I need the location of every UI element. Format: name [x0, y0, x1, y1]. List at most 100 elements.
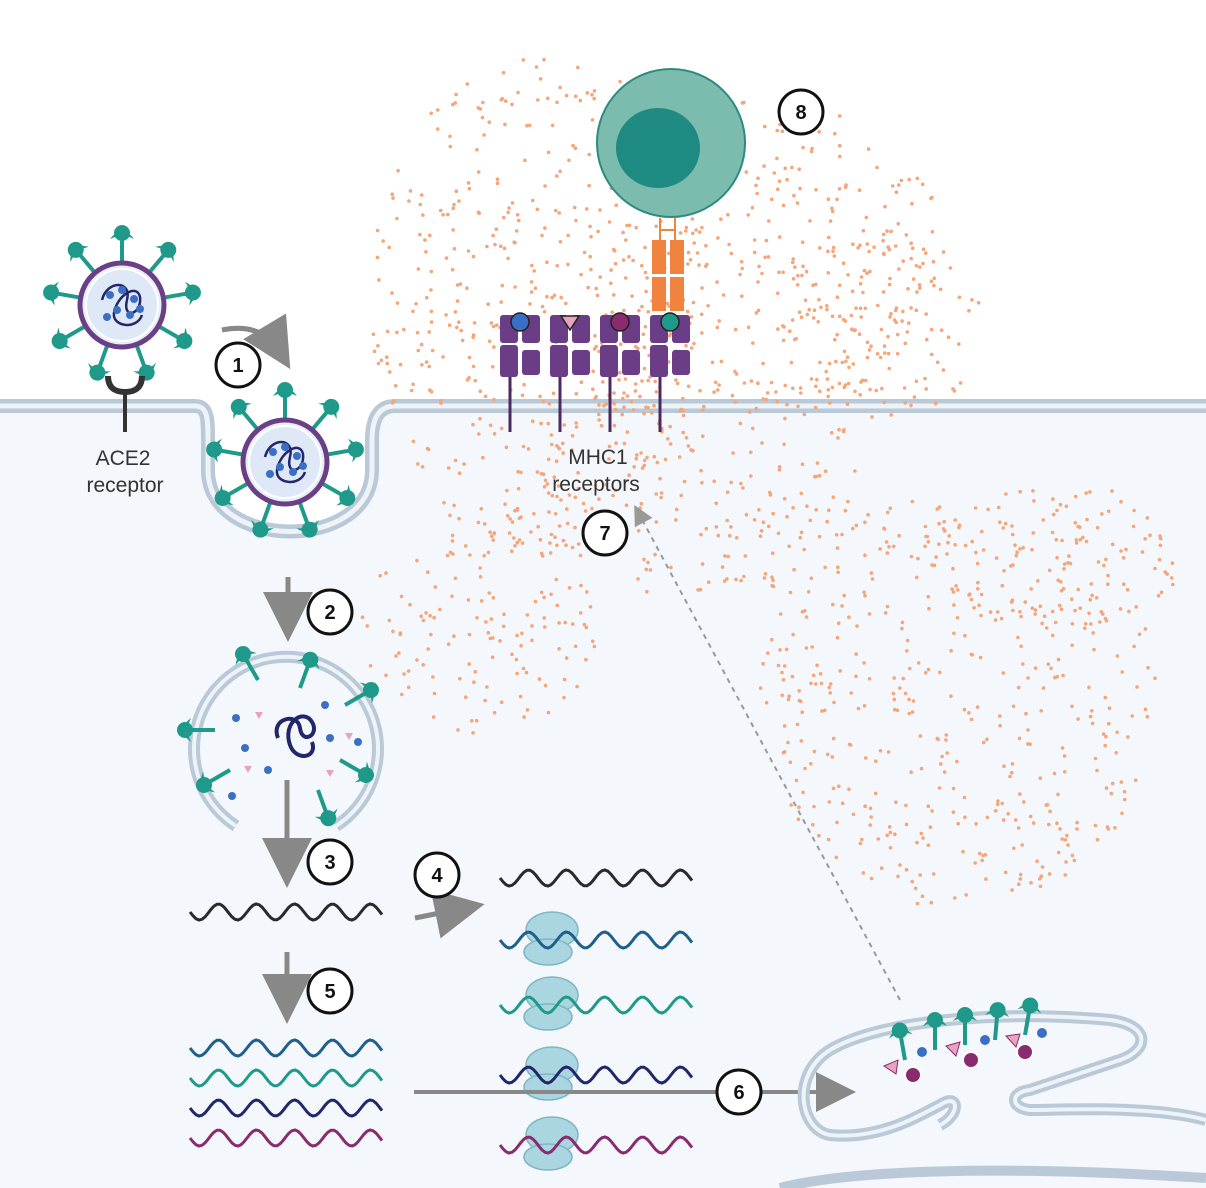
cytokine-dot — [840, 532, 844, 537]
cytokine-dot — [467, 632, 472, 637]
cytokine-dot — [1104, 786, 1109, 790]
cytokine-dot — [684, 229, 688, 233]
cytokine-dot — [1073, 608, 1077, 613]
cytokine-dot — [517, 218, 521, 223]
cytokine-dot — [1021, 662, 1025, 666]
cytokine-dot — [715, 325, 720, 330]
cytokine-dot — [702, 404, 706, 409]
cytokine-dot — [894, 800, 898, 804]
cytokine-dot — [384, 571, 388, 575]
cytokine-dot — [539, 421, 543, 426]
cytokine-dot — [584, 625, 589, 630]
cytokine-dot — [573, 495, 578, 500]
cytokine-dot — [1093, 823, 1098, 828]
cytokine-dot — [928, 825, 933, 829]
cytokine-dot — [592, 96, 596, 101]
cytokine-dot — [1118, 607, 1123, 611]
cytokine-dot — [1010, 532, 1015, 537]
cytokine-dot — [838, 314, 842, 319]
cytokine-dot — [1132, 508, 1136, 513]
cytokine-dot — [640, 263, 644, 268]
cytokine-dot — [1098, 620, 1102, 624]
cytokine-dot — [1121, 582, 1126, 586]
cytokine-dot — [618, 370, 622, 375]
cytokine-dot — [729, 480, 733, 485]
cytokine-dot — [456, 728, 460, 732]
cytokine-dot — [502, 215, 506, 220]
cytokine-dot — [1041, 686, 1046, 690]
cytokine-dot — [495, 177, 500, 181]
cytokine-dot — [797, 689, 801, 693]
cytokine-dot — [467, 355, 472, 360]
cytokine-dot — [975, 705, 980, 709]
cytokine-dot — [644, 567, 649, 572]
cytokine-dot — [573, 146, 578, 150]
cytokine-dot — [921, 836, 925, 840]
cytokine-dot — [941, 368, 946, 372]
cytokine-dot — [415, 558, 419, 563]
cytokine-dot — [402, 672, 406, 676]
cytokine-dot — [1132, 644, 1136, 649]
cytokine-dot — [1089, 582, 1094, 586]
cytokine-dot — [610, 310, 614, 315]
cytokine-dot — [1076, 717, 1080, 721]
cytokine-dot — [536, 98, 540, 102]
cytokine-dot — [512, 536, 516, 540]
cytokine-dot — [622, 441, 627, 446]
cytokine-dot — [624, 276, 628, 280]
t-cell-receptor — [652, 218, 684, 311]
cytokine-dot — [391, 629, 395, 634]
cytokine-dot — [365, 624, 370, 628]
cytokine-dot — [360, 615, 365, 619]
cytokine-dot — [792, 193, 796, 198]
cytokine-dot — [611, 493, 615, 498]
cytokine-dot — [1089, 622, 1093, 626]
svg-text:6: 6 — [733, 1082, 744, 1104]
cytokine-dot — [953, 518, 957, 522]
cytokine-dot — [385, 361, 390, 366]
cytokine-dot — [866, 512, 870, 517]
cytokine-dot — [1103, 743, 1107, 748]
cytokine-dot — [633, 344, 638, 349]
cytokine-dot — [1001, 526, 1006, 530]
cytokine-dot — [390, 192, 395, 196]
cytokine-dot — [684, 225, 689, 230]
cytokine-dot — [498, 639, 502, 643]
cytokine-dot — [938, 287, 943, 292]
cytokine-dot — [810, 146, 814, 151]
cytokine-dot — [730, 393, 735, 398]
cytokine-dot — [429, 632, 433, 637]
cytokine-dot — [754, 183, 758, 188]
cytokine-dot — [900, 620, 905, 625]
cytokine-dot — [515, 506, 520, 511]
cytokine-dot — [595, 293, 600, 298]
cytokine-dot — [502, 612, 506, 617]
cytokine-dot — [993, 618, 998, 622]
cytokine-dot — [542, 595, 546, 600]
cytokine-dot — [879, 327, 884, 332]
cytokine-dot — [485, 244, 489, 249]
cytokine-dot — [926, 804, 931, 808]
cytokine-dot — [881, 290, 886, 294]
cytokine-dot — [931, 872, 936, 876]
cytokine-dot — [926, 595, 930, 599]
cytokine-dot — [573, 94, 578, 99]
cytokine-dot — [906, 287, 910, 291]
cytokine-dot — [613, 407, 618, 412]
cytokine-dot — [592, 644, 597, 649]
cytokine-dot — [698, 587, 703, 592]
cytokine-dot — [470, 719, 474, 723]
cytokine-dot — [597, 497, 601, 501]
cytokine-dot — [744, 170, 749, 174]
cytokine-dot — [419, 193, 424, 197]
cytokine-dot — [985, 815, 990, 820]
cytokine-dot — [847, 615, 851, 619]
cytokine-dot — [653, 552, 657, 557]
cytokine-dot — [755, 191, 759, 196]
cytokine-dot — [972, 606, 976, 610]
cytokine-dot — [1060, 746, 1065, 750]
cytokine-dot — [654, 390, 659, 394]
cytokine-dot — [815, 663, 819, 668]
cytokine-dot — [601, 380, 605, 384]
cytokine-dot — [639, 501, 644, 506]
